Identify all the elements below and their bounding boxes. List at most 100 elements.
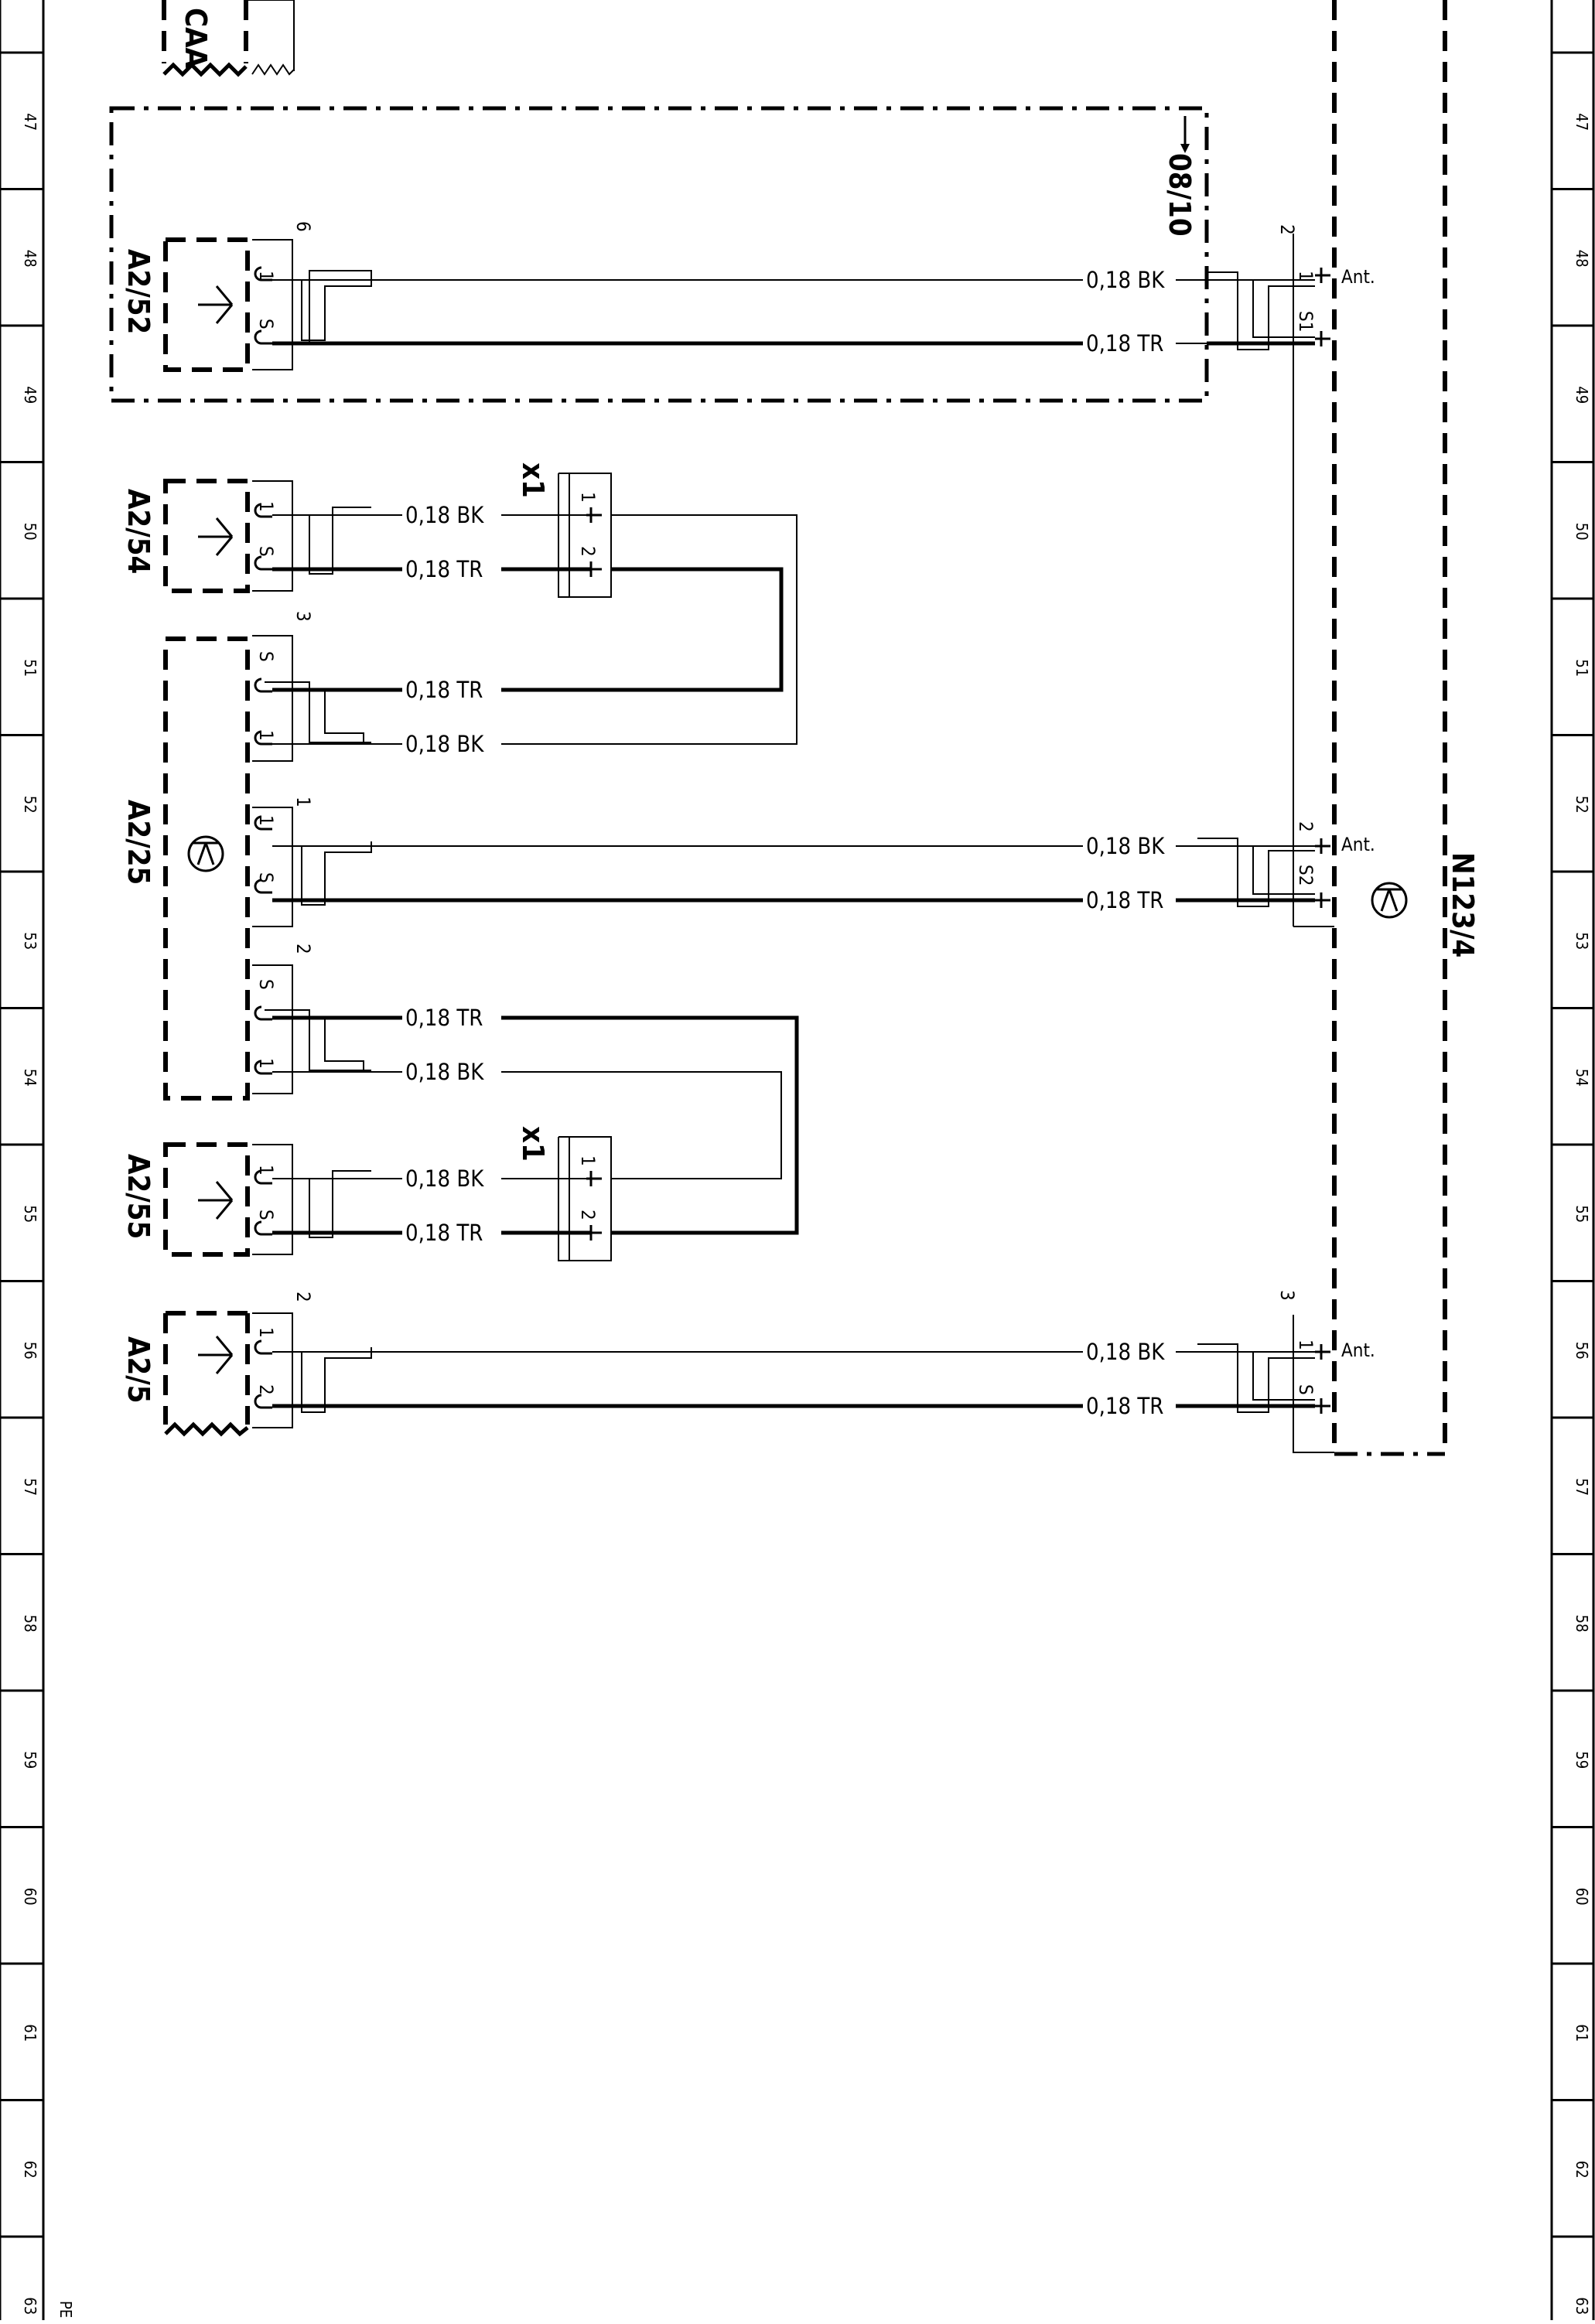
pin-label: 2 [292,944,314,954]
grid-row-label: 49 [1573,386,1591,404]
pin-label: 6 [292,221,314,232]
grid-footer-label: PE 8 [56,2301,75,2320]
component-n123-4-frame [1332,0,1447,1456]
wire-label: 0,18 TR [405,1220,483,1246]
component-a2-54: A2/54 1 S [121,479,293,593]
wire-label: 0,18 TR [405,1005,483,1031]
wire-a2-25-p3-tr [265,681,402,743]
connector-label-x1: x1 [516,1126,550,1162]
reference-label: 08/10 [1163,153,1197,237]
grid-row-label: 49 [21,386,39,404]
pin-label: S [255,979,277,990]
pin-label: 2 [1295,821,1317,832]
pin-label: 1 [255,271,277,282]
wire-a2-25-p3-bk [272,690,402,745]
n123-4-connector-2b: 2 S2 Ant. [1293,821,1408,927]
pin-label: 1 [1295,271,1317,282]
grid-row-label: 52 [21,796,39,814]
wire-a2-52-tr [272,270,1207,346]
wire-label: 0,18 TR [1086,330,1163,357]
pin-label: 2 [577,546,599,557]
grid-row-label: 51 [21,659,39,677]
antenna-symbol-icon [198,1181,234,1220]
pin-label: 2 [255,1384,277,1395]
n123-4-connector-3: 3 1 S Ant. [1276,1290,1375,1453]
pin-label: S [255,546,277,557]
pin-label: 1 [255,501,277,512]
grid-row-label: 50 [21,523,39,541]
pin-label: S [255,319,277,329]
connector-x1-bottom: x1 1 2 [516,1126,612,1261]
grid-row-label: 59 [1573,1751,1591,1769]
connector-x1-top: x1 1 2 [516,462,612,598]
pin-label: S2 [1295,865,1317,886]
wire-label: 0,18 BK [1086,833,1165,859]
pin-label: 1 [255,1165,277,1176]
grid-row-label: 51 [1573,659,1591,677]
pin-label: 2 [1276,224,1298,235]
grid-row-label: 63 [1573,2297,1591,2315]
pin-label: 2 [292,1292,314,1302]
component-label-a2-52: A2/52 [121,249,155,334]
grid-row-label: 53 [21,932,39,950]
grid-row-label: 52 [1573,796,1591,814]
wire-label: 0,18 BK [1086,1339,1165,1365]
n123-4-connector-2: 2 1 S1 Ant. [1207,224,1375,927]
grid-row-label: 62 [1573,2161,1591,2179]
wire-label: 0,18 BK [405,502,484,528]
pin-label: 1 [255,1327,277,1338]
wire-label: 0,18 BK [405,731,484,757]
wire-label: 0,18 BK [405,1059,484,1085]
wire-a2-25-p2-tr [265,1009,402,1071]
wire-label: 0,18 TR [1086,1393,1163,1419]
wire-a2-25-p2-bk [272,1018,402,1073]
grid-row-label: 60 [21,1888,39,1906]
grid-row-label: 54 [21,1069,39,1087]
grid-row-label: 48 [1573,250,1591,268]
component-label-a2-5: A2/5 [121,1336,155,1404]
grid-row-label: 56 [21,1342,39,1360]
grid-row-label: 53 [1573,932,1591,950]
grid-row-label: 47 [21,113,39,131]
pin-label: S [255,1210,277,1220]
antenna-symbol-icon [198,1336,234,1374]
connector-label-x1: x1 [516,462,550,498]
grid-row-label: 56 [1573,1342,1591,1360]
grid-row-label: 57 [1573,1478,1591,1496]
wire-label: 0,18 TR [405,677,483,703]
grid-row-label: 47 [1573,113,1591,131]
wire-label: 0,18 TR [405,556,483,582]
component-label-a2-55: A2/55 [121,1154,155,1239]
grid-row-label: 61 [21,2024,39,2042]
pin-label: 3 [1276,1290,1298,1301]
component-a2-5: A2/5 2 1 2 [121,1292,314,1437]
component-a2-55: A2/55 1 S [121,1142,293,1257]
pin-label: 1 [577,492,599,503]
grid-frame-right [1550,0,1595,2320]
pin-label: 1 [255,815,277,826]
antenna-symbol-icon [198,285,234,324]
wire-a2-52-bk [272,279,1207,341]
pin-label: S [255,651,277,662]
grid-row-label: 61 [1573,2024,1591,2042]
wire-label: 0,18 BK [1086,267,1165,293]
wire-a2-25-to-x1-bottom [501,1015,799,1235]
wire-label: 0,18 BK [405,1165,484,1192]
component-label-a2-25: A2/25 [121,800,155,885]
antenna-label: Ant. [1341,834,1375,855]
wire-a2-5-tr [272,1343,1315,1413]
grid-row-label: 50 [1573,523,1591,541]
pin-label: 1 [1295,1339,1317,1350]
grid-row-label: 59 [21,1751,39,1769]
pin-label: 1 [255,1058,277,1069]
component-caa: CAA [162,0,295,77]
grid-row-label: 62 [21,2161,39,2179]
grid-row-label: 48 [21,250,39,268]
grid-row-label: 57 [21,1478,39,1496]
pin-label: 1 [577,1155,599,1166]
grid-row-label: 63 [21,2297,39,2315]
component-label-n123-4: N123/4 [1446,852,1480,957]
grid-frame-left [0,0,45,2320]
